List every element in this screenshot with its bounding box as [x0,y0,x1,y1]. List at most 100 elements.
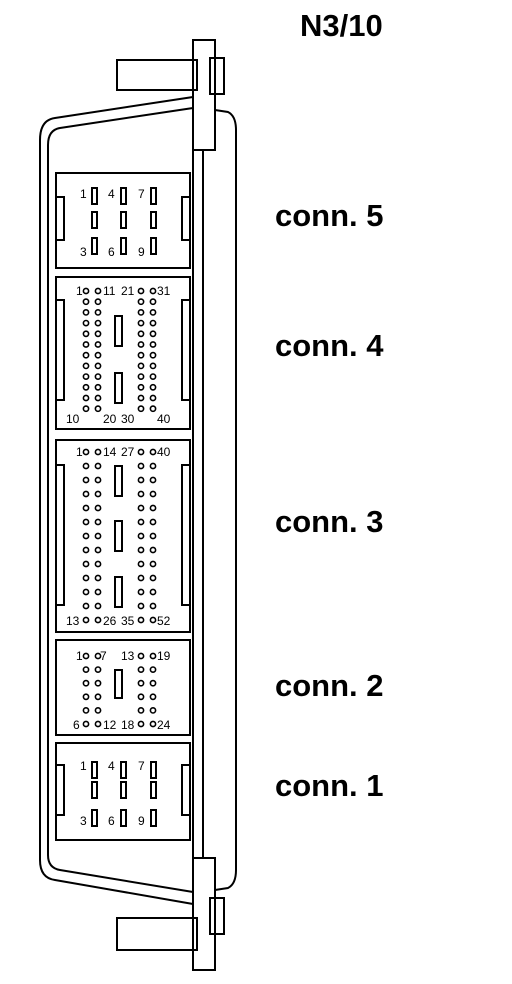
conn3-frame [55,439,191,633]
pin-contact [94,405,102,413]
blade-contact [120,809,127,827]
conn5-pin-label: 4 [108,187,115,201]
conn4-left-latch [56,299,65,401]
blade-contact [114,315,123,347]
pin-contact [82,707,90,714]
pin-contact [137,707,145,714]
top-bracket-tab [209,57,225,95]
conn5-pin-label: 7 [138,187,145,201]
conn4-pin-label: 40 [157,412,171,426]
conn1-pin-label: 1 [80,759,87,773]
conn4-pin-label: 21 [121,284,135,298]
pin-contact [149,546,157,554]
pin-contact [137,287,145,295]
pin-contact [94,319,102,327]
conn5-left-latch [56,196,65,241]
pin-contact [82,362,90,370]
pin-contact [94,490,102,498]
pin-contact [82,693,90,701]
blade-contact [150,781,157,799]
pin-contact [82,652,90,660]
conn2-pin-label: 19 [157,649,171,663]
pin-contact [137,588,145,596]
pin-contact [82,574,90,582]
pin-contact [82,560,90,568]
housing-inner [47,107,194,893]
pin-contact [82,319,90,327]
blade-contact [114,520,123,552]
pin-contact [149,720,157,728]
pin-contact [94,448,102,456]
diagram-title: N3/10 [300,8,383,43]
pin-contact [82,287,90,295]
pin-contact [149,308,157,316]
pin-contact [94,351,102,359]
pin-contact [137,394,145,402]
pin-contact [137,351,145,359]
pin-contact [137,602,145,610]
conn2-pin-label: 18 [121,718,135,732]
pin-contact [149,574,157,582]
pin-contact [137,666,145,673]
blade-contact [91,781,98,799]
blade-contact [91,809,98,827]
blade-contact [150,187,157,205]
pin-contact [82,373,90,380]
conn1-label: conn. 1 [275,768,384,803]
conn1-frame [55,742,191,841]
conn5-frame [55,172,191,269]
pin-contact [149,476,157,484]
pin-contact [94,341,102,348]
pin-contact [137,476,145,484]
pin-contact [82,351,90,359]
blade-contact [120,187,127,205]
pin-grid [82,187,157,827]
conn2-label: conn. 2 [275,668,384,703]
conn4-pin-label: 10 [66,412,80,426]
conn2-pin-label: 1 [76,649,83,663]
blade-contact [91,211,98,229]
pin-contact [137,652,145,660]
conn5-pin-label: 3 [80,245,87,259]
pin-contact [82,666,90,673]
pin-contact [94,287,102,295]
conn2-pin-label: 24 [157,718,171,732]
pin-contact [82,298,90,306]
pin-contact [94,362,102,370]
conn4-pin-label: 31 [157,284,171,298]
pin-contact [94,707,102,714]
conn3-pin-label: 52 [157,614,171,628]
pin-contact [82,394,90,402]
conn1-pin-label: 3 [80,814,87,828]
pin-contact [82,679,90,687]
pin-contact [137,405,145,413]
conn4-pin-label: 30 [121,412,135,426]
pin-contact [149,341,157,348]
pin-contact [149,518,157,526]
conn1-pin-label: 4 [108,759,115,773]
pin-contact [149,707,157,714]
pin-contact [137,319,145,327]
pin-contact [94,546,102,554]
conn3-pin-label: 13 [66,614,80,628]
conn5-pin-label: 1 [80,187,87,201]
conn4-pin-label: 20 [103,412,117,426]
blade-contact [150,761,157,779]
pin-contact [149,588,157,596]
conn5-right-latch [181,196,190,241]
pin-contact [82,720,90,728]
pin-contact [137,383,145,391]
blade-contact [91,187,98,205]
pin-contact [94,720,102,728]
housing-right-cap [214,109,237,891]
pin-contact [137,362,145,370]
conn4-pin-label: 11 [103,284,116,298]
pin-contact [94,652,102,660]
pin-contact [149,362,157,370]
pin-contact [149,490,157,498]
pin-contact [137,373,145,380]
pin-contact [137,574,145,582]
pin-contact [94,373,102,380]
conn1-right-latch [181,764,190,816]
bottom-bracket-plate [192,857,216,971]
